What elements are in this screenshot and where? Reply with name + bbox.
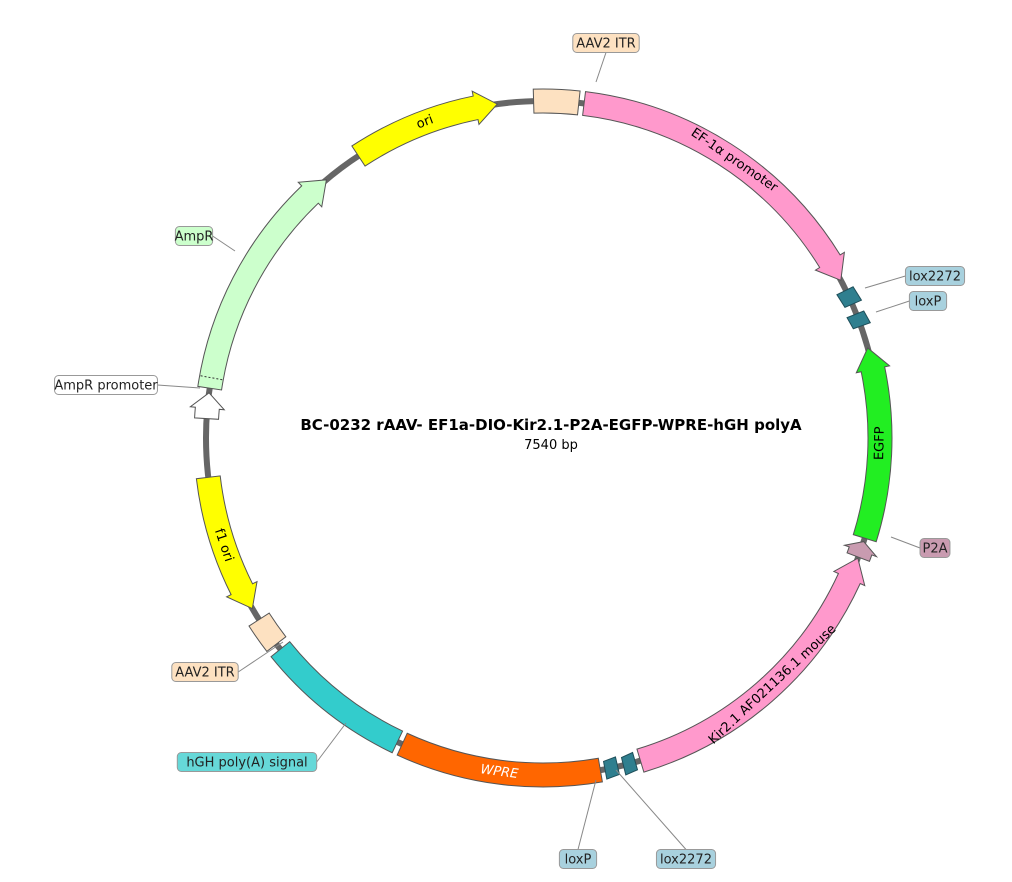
- lox2272-bottom-feature: [620, 751, 639, 776]
- ampr-promoter-arrow: [189, 392, 226, 420]
- p2a-leader: [890, 536, 921, 549]
- loxp-bottom-feature: [602, 756, 621, 780]
- lox2272-right-marker: [836, 286, 863, 308]
- ori-label: ori: [414, 112, 435, 132]
- ampr-promoter-feature: [189, 392, 226, 420]
- ori-feature: ori: [351, 90, 499, 167]
- label-layer: AAV2 ITR lox2272 loxP P2A lox2272 loxP hGH pol…: [54, 33, 966, 869]
- aav2-itr-bottom-label: AAV2 ITR: [175, 666, 234, 681]
- aav2-itr-bottom-callout: AAV2 ITR: [171, 641, 284, 682]
- lox2272-right-label: lox2272: [909, 270, 961, 285]
- loxp-right-feature: [846, 310, 872, 330]
- aav2-itr-top-box: [532, 88, 581, 116]
- egfp-feature: EGFP: [852, 347, 893, 543]
- aav2-itr-bottom-leader: [237, 641, 284, 673]
- hgh-polya-feature: [270, 640, 404, 754]
- lox2272-bottom-leader: [615, 769, 687, 850]
- f1-ori-arrow: [195, 475, 258, 610]
- aav2-itr-top-leader: [595, 52, 607, 83]
- lox2272-right-feature: [836, 286, 863, 308]
- loxp-right-callout: loxP: [875, 291, 948, 313]
- p2a-label: P2A: [922, 542, 947, 557]
- loxp-right-marker: [846, 310, 872, 330]
- ef1a-promoter-label: EF-1α promoter: [688, 125, 781, 195]
- aav2-itr-bottom-box: [248, 612, 287, 653]
- ampr-promoter-leader: [157, 384, 201, 389]
- plasmid-length: 7540 bp: [524, 438, 578, 453]
- loxp-bottom-label-box: [558, 849, 598, 869]
- loxp-right-label: loxP: [915, 295, 942, 310]
- ampr-leader: [212, 235, 236, 252]
- lox2272-right-label-box: [904, 266, 966, 286]
- lox2272-bottom-label: lox2272: [660, 853, 712, 868]
- loxp-bottom-marker: [602, 756, 621, 780]
- hgh-polya-leader: [316, 722, 347, 763]
- ampr-promoter-label: AmpR promoter: [54, 379, 158, 394]
- p2a-arrow: [842, 541, 879, 563]
- loxp-right-leader: [875, 300, 910, 313]
- loxp-bottom-leader: [577, 779, 597, 850]
- aav2-itr-top-callout: AAV2 ITR: [572, 33, 640, 83]
- aav2-itr-top-feature: [532, 88, 581, 116]
- wpre-label: WPRE: [480, 762, 520, 782]
- hgh-polya-label-box: [176, 752, 318, 772]
- ef1a-promoter-feature: EF-1α promoter: [582, 91, 846, 282]
- f1-ori-feature: f1 ori: [195, 475, 258, 610]
- p2a-callout: P2A: [890, 536, 951, 558]
- loxp-right-label-box: [908, 291, 948, 311]
- wpre-feature: WPRE: [396, 732, 603, 788]
- p2a-label-box: [919, 538, 951, 558]
- aav2-itr-top-label-box: [572, 33, 640, 53]
- plasmid-title: BC-0232 rAAV- EF1a-DIO-Kir2.1-P2A-EGFP-W…: [300, 416, 802, 434]
- ampr-label-box: [174, 226, 214, 246]
- ampr-promoter-label-box: [54, 375, 158, 395]
- kir21-feature: Kir2.1 AF021136.1 mouse: [636, 557, 866, 773]
- ampr-label: AmpR: [175, 230, 214, 245]
- loxp-bottom-callout: loxP: [558, 779, 598, 869]
- kir21-arrow: [636, 557, 866, 773]
- hgh-polya-label: hGH poly(A) signal: [186, 756, 307, 771]
- kir21-label: Kir2.1 AF021136.1 mouse: [706, 622, 840, 748]
- wpre-box: [396, 732, 603, 788]
- lox2272-right-leader: [864, 275, 906, 289]
- hgh-polya-callout: hGH poly(A) signal: [176, 722, 347, 772]
- lox2272-bottom-callout: lox2272: [615, 769, 717, 869]
- ampr-feature: [197, 179, 327, 391]
- egfp-label: EGFP: [872, 426, 888, 460]
- egfp-arrow: [852, 347, 893, 543]
- loxp-bottom-label: loxP: [565, 853, 592, 868]
- lox2272-right-callout: lox2272: [864, 266, 966, 289]
- p2a-feature: [842, 541, 879, 563]
- hgh-polya-box: [270, 640, 404, 754]
- aav2-itr-bottom-label-box: [171, 662, 239, 682]
- ef1a-promoter-arrow: [582, 91, 846, 282]
- ampr-promoter-callout: AmpR promoter: [54, 375, 201, 395]
- lox2272-bottom-marker: [620, 751, 639, 776]
- ampr-arrow: [197, 179, 327, 391]
- aav2-itr-bottom-feature: [248, 612, 287, 653]
- ampr-callout: AmpR: [174, 226, 236, 252]
- lox2272-bottom-label-box: [655, 849, 717, 869]
- ori-arrow: [351, 90, 499, 167]
- aav2-itr-top-label: AAV2 ITR: [576, 37, 635, 52]
